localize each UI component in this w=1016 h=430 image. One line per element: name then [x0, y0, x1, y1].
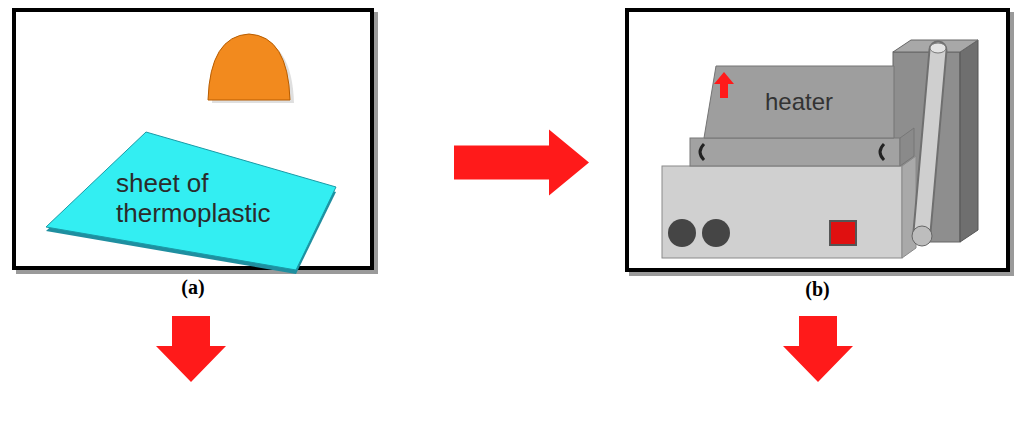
handle-outline — [922, 50, 938, 232]
down-arrow — [156, 316, 226, 382]
heater-top — [704, 66, 894, 138]
power-switch — [830, 221, 856, 245]
vacuum-former — [662, 40, 978, 258]
base-body — [662, 166, 902, 258]
control-knob — [668, 219, 696, 247]
back-plate-side — [960, 40, 978, 242]
dome-mould — [208, 34, 294, 103]
panel-ground — [625, 8, 1010, 272]
panel-label: (a) — [0, 276, 390, 298]
lid-front — [690, 138, 900, 166]
control-knob — [702, 219, 730, 247]
clamp-mark — [700, 144, 704, 160]
lift-arrow — [714, 72, 734, 98]
flow-arrow — [454, 130, 589, 196]
sheet-face — [46, 132, 336, 270]
handle — [922, 50, 938, 232]
handle-pivot — [912, 226, 932, 246]
panel-ground — [12, 8, 374, 270]
panel-label: (b) — [609, 278, 1016, 300]
clamp-mark — [880, 144, 884, 160]
thermoplastic-sheet: sheet of thermoplastic — [46, 132, 338, 274]
heater-lid: heater — [704, 66, 894, 138]
lid-side — [900, 128, 914, 166]
dome — [208, 34, 290, 100]
handle-end — [930, 43, 946, 53]
part-label: sheet of thermoplastic — [116, 168, 316, 228]
figure-panel: (b)heater — [625, 8, 1010, 272]
part-label: heater — [765, 88, 833, 116]
figure-panel: (a)sheet of thermoplastic — [12, 8, 374, 270]
down-arrow — [783, 316, 853, 382]
base-side — [902, 156, 916, 258]
